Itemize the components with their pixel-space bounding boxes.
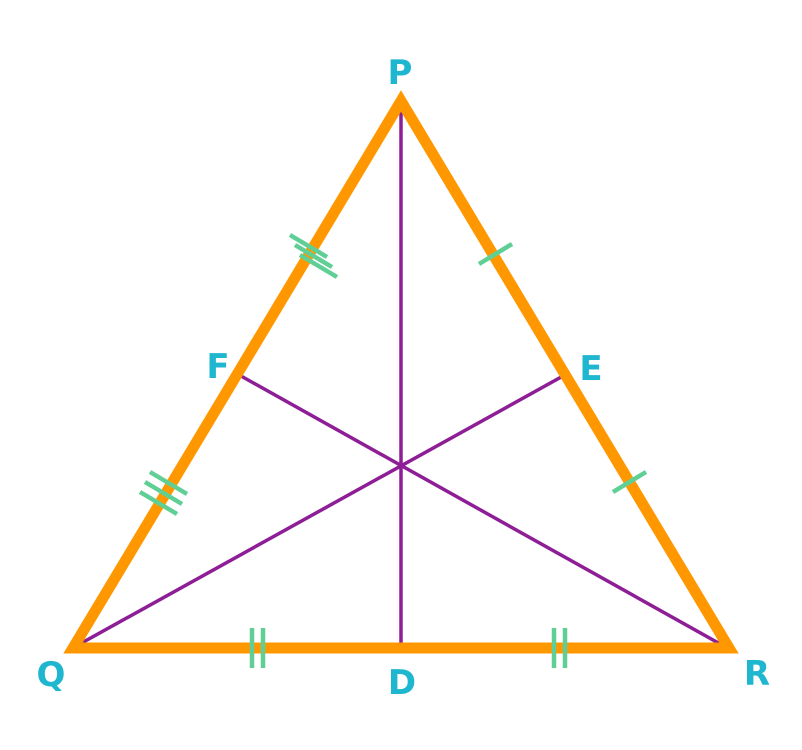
vertex-label-r: R <box>744 654 770 694</box>
tick-marks-qd <box>249 628 266 668</box>
median-qe <box>77 374 564 647</box>
median-rf <box>240 374 723 647</box>
vertex-label-q: Q <box>37 655 66 695</box>
tick-marks-fq <box>138 470 189 516</box>
midpoint-label-f: F <box>206 347 229 387</box>
midpoint-label-e: E <box>579 349 602 389</box>
midpoint-label-d: D <box>388 663 416 703</box>
tick-mark-pe <box>477 242 514 266</box>
tick-marks-dr <box>551 628 568 668</box>
vertex-label-p: P <box>388 53 413 93</box>
tick-marks-pf <box>288 233 339 279</box>
tick-mark-er <box>611 470 648 494</box>
triangle-pqr <box>63 90 739 654</box>
